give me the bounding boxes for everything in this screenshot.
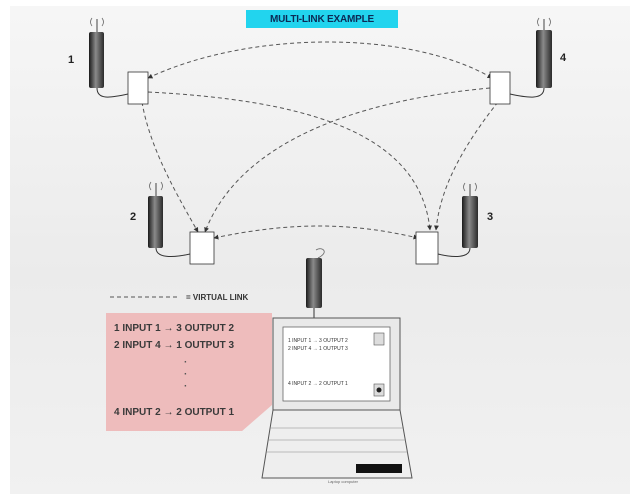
radio-node-3	[415, 182, 478, 265]
antenna-icon	[462, 196, 478, 248]
link-1-4	[147, 41, 493, 79]
radio-node-4	[489, 17, 552, 105]
route-ellipsis: ·	[184, 369, 188, 380]
link-1-3	[147, 91, 433, 231]
modem-box-icon	[127, 71, 149, 105]
laptop-screen	[282, 326, 391, 402]
node-label-2: 2	[130, 211, 137, 223]
diagram-title: MULTI-LINK EXAMPLE	[246, 10, 398, 28]
virtual-links	[110, 41, 499, 298]
laptop-icon	[261, 317, 413, 479]
link-1-2	[141, 101, 199, 233]
link-4-2	[204, 87, 491, 233]
link-2-3	[213, 225, 419, 240]
modem-box-icon	[415, 231, 439, 265]
antenna-icon	[306, 258, 322, 308]
route-row: 2 INPUT 4 → 1 OUTPUT 3	[114, 340, 235, 351]
node-label-1: 1	[68, 54, 75, 66]
route-ellipsis: ·	[184, 381, 188, 392]
node-label-4: 4	[560, 52, 567, 64]
screen-route-line: 2 INPUT 4 → 1 OUTPUT 3	[288, 346, 348, 352]
antenna-icon	[536, 30, 552, 88]
modem-box-icon	[489, 71, 511, 105]
laptop-caption: Laptop computer	[327, 479, 359, 484]
route-row: 4 INPUT 2 → 2 OUTPUT 1	[114, 407, 235, 418]
link-4-3	[433, 101, 499, 231]
node-label-3: 3	[487, 211, 494, 223]
laptop-radio	[306, 248, 325, 318]
radio-node-1	[89, 17, 149, 105]
screen-route-line: 4 INPUT 2 → 2 OUTPUT 1	[288, 381, 348, 387]
screen-route-line: 1 INPUT 1 → 3 OUTPUT 2	[288, 338, 348, 344]
modem-box-icon	[189, 231, 215, 265]
route-ellipsis: ·	[184, 357, 188, 368]
radio-node-2	[148, 181, 215, 265]
route-table: 1 INPUT 1 → 3 OUTPUT 2 2 INPUT 4 → 1 OUT…	[106, 313, 272, 431]
laptop-keyboard	[261, 409, 413, 479]
route-row: 1 INPUT 1 → 3 OUTPUT 2	[114, 323, 235, 334]
antenna-icon	[89, 32, 104, 88]
antenna-icon	[148, 196, 163, 248]
legend-virtual-link: = VIRTUAL LINK	[186, 293, 249, 302]
